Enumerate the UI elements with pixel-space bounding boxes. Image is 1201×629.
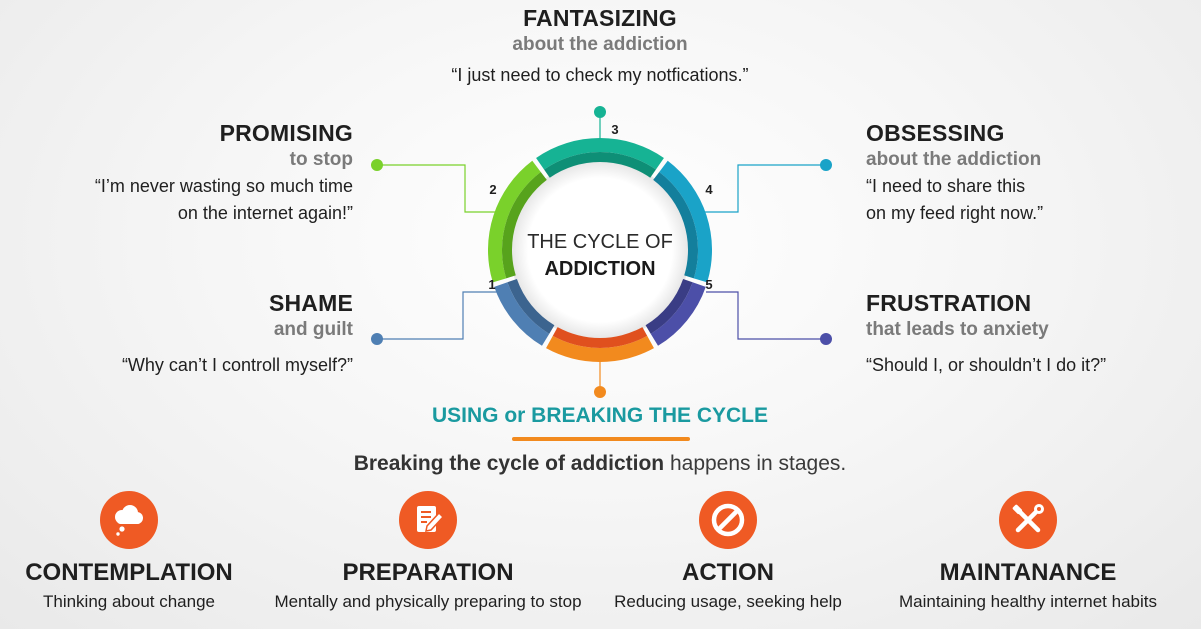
ring-segment-inner-promising — [502, 171, 547, 279]
ring-segment-inner-using — [552, 327, 648, 348]
cycle-center-disk — [510, 160, 690, 340]
tools-icon — [999, 491, 1057, 549]
ring-segment-inner-frustration — [645, 278, 693, 334]
stage-obsessing-quote-line1: “I need to share this — [866, 176, 1026, 196]
stage-shame-sub: and guilt — [273, 319, 353, 340]
breaking-statement: Breaking the cycle of addiction happens … — [250, 452, 950, 476]
ring-segment-using — [546, 335, 654, 362]
connector-shame — [377, 291, 498, 340]
stage-promising: PROMISING to stop “I’m never wasting so … — [40, 120, 353, 227]
center-title-line1: THE CYCLE OF — [527, 231, 673, 253]
document-pencil-icon — [399, 491, 457, 549]
stage-frustration: FRUSTRATION that leads to anxiety “Shoul… — [866, 290, 1186, 379]
dot-obsessing — [820, 159, 832, 171]
dot-fantasizing — [594, 106, 606, 118]
stage-promising-name: PROMISING — [219, 120, 353, 146]
ring-segment-promising — [488, 160, 541, 283]
stage-number-2: 2 — [489, 182, 496, 197]
ring-segment-obsessing — [659, 160, 712, 283]
step-maintanance-title: MAINTANANCE — [939, 559, 1117, 586]
step-action-desc: Reducing usage, seeking help — [614, 592, 842, 611]
step-contemplation-desc: Thinking about change — [42, 592, 216, 611]
stage-fantasizing-quote: “I just need to check my notfications.” — [451, 65, 749, 85]
stage-frustration-sub: that leads to anxiety — [866, 319, 1049, 340]
connector-lines — [377, 118, 826, 386]
step-maintanance-desc: Maintaining healthy internet habits — [899, 592, 1157, 611]
dot-promising — [371, 159, 383, 171]
stage-promising-sub: to stop — [289, 149, 353, 170]
stage-promising-quote-line1: “I’m never wasting so much time — [94, 176, 353, 196]
using-or-breaking-heading: USING or BREAKING THE CYCLE — [431, 404, 769, 427]
ring-segment-fantasizing — [536, 138, 664, 170]
heading-underline — [512, 437, 690, 441]
ring-segment-inner-shame — [507, 278, 555, 334]
stage-obsessing-name: OBSESSING — [866, 120, 1005, 146]
stage-obsessing-quote-line2: on my feed right now.” — [866, 203, 1044, 223]
stage-frustration-name: FRUSTRATION — [866, 290, 1032, 316]
stage-obsessing: OBSESSING about the addiction “I need to… — [866, 120, 1186, 227]
stage-fantasizing: FANTASIZING about the addiction “I just … — [400, 5, 800, 89]
step-preparation-desc: Mentally and physically preparing to sto… — [274, 592, 582, 611]
stage-number-5: 5 — [705, 277, 712, 292]
stage-obsessing-sub: about the addiction — [866, 149, 1042, 170]
ring-segment-inner-fantasizing — [544, 152, 656, 178]
stage-number-1: 1 — [488, 277, 495, 292]
stage-shame-quote: “Why can’t I controll myself?” — [121, 355, 353, 375]
dot-using — [594, 386, 606, 398]
stage-number-3: 3 — [611, 122, 618, 137]
ring-segment-inner-obsessing — [653, 171, 698, 279]
ring-segment-shame — [494, 282, 550, 346]
stage-number-4: 4 — [705, 182, 713, 197]
connector-frustration — [706, 291, 826, 340]
stage-fantasizing-name: FANTASIZING — [523, 5, 677, 31]
step-contemplation-title: CONTEMPLATION — [25, 559, 233, 586]
dot-shame — [371, 333, 383, 345]
connector-promising — [378, 164, 505, 213]
dot-frustration — [820, 333, 832, 345]
cycle-ring — [488, 138, 712, 362]
stage-frustration-quote: “Should I, or shouldn’t I do it?” — [866, 355, 1107, 375]
breaking-statement-bold: Breaking the cycle of addiction — [353, 452, 665, 475]
prohibited-icon — [699, 491, 757, 549]
connector-obsessing — [700, 164, 824, 213]
stage-shame-name: SHAME — [268, 290, 353, 316]
step-action-title: ACTION — [682, 559, 774, 586]
stage-shame: SHAME and guilt “Why can’t I controll my… — [40, 290, 353, 379]
thought-bubble-icon — [100, 491, 158, 549]
stage-promising-quote-line2: on the internet again!” — [177, 203, 353, 223]
stage-fantasizing-sub: about the addiction — [512, 34, 688, 55]
ring-segment-frustration — [650, 282, 706, 346]
step-preparation-title: PREPARATION — [342, 559, 514, 586]
center-title-line2: ADDICTION — [544, 258, 655, 280]
breaking-statement-rest: happens in stages. — [664, 452, 847, 475]
